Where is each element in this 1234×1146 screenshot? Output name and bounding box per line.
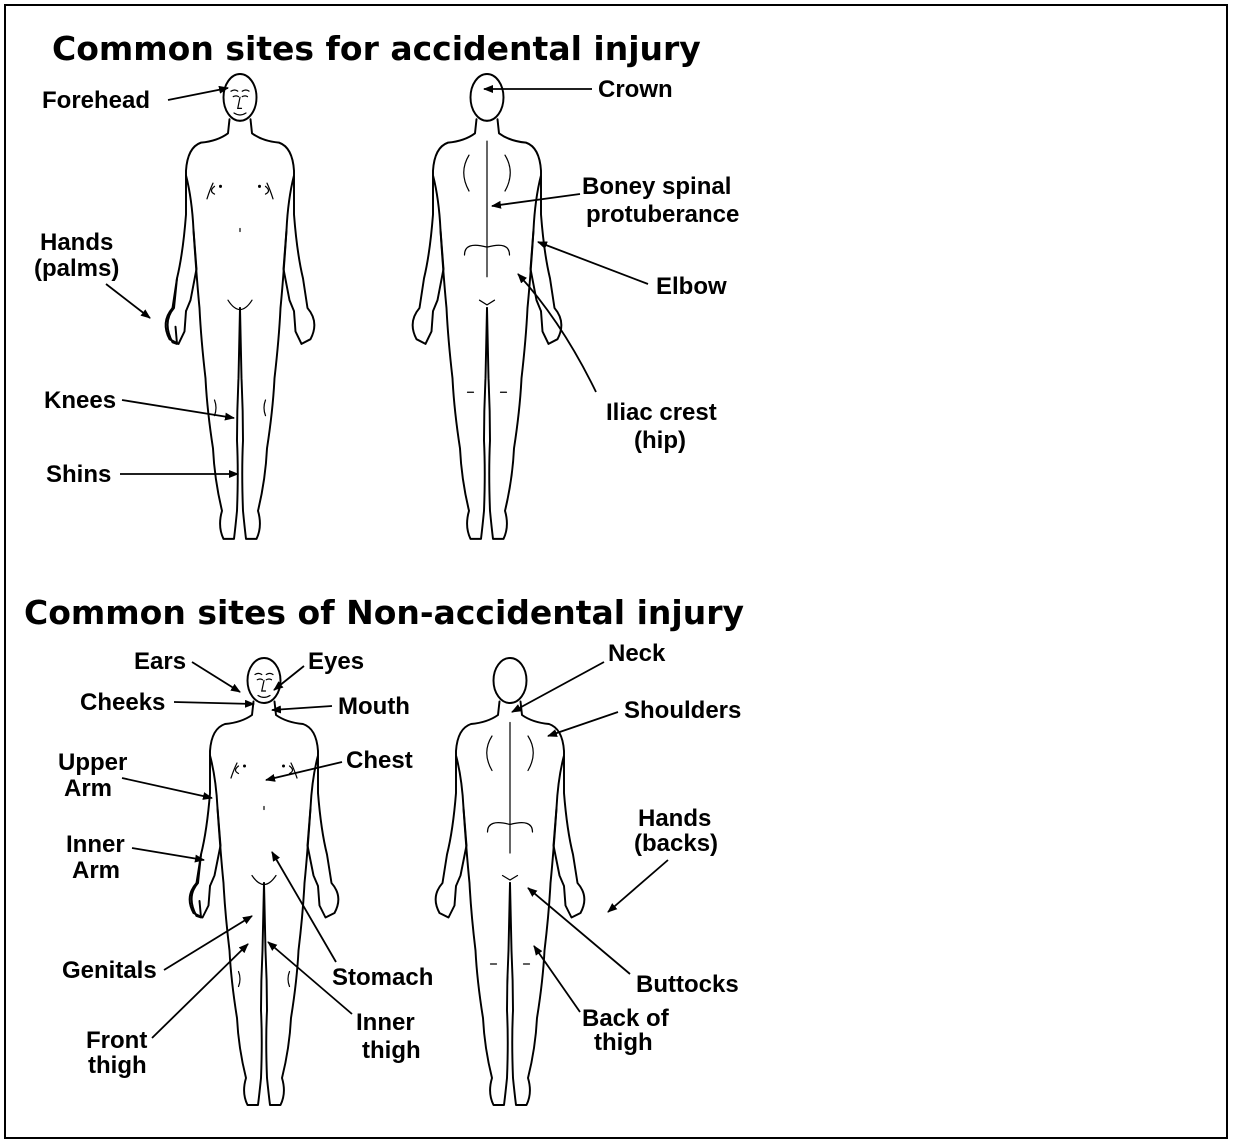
label-back-thigh-1: Back of bbox=[582, 1005, 670, 1032]
label-iliac-2: (hip) bbox=[634, 427, 686, 454]
arrow-genitals bbox=[164, 916, 252, 970]
label-back-thigh-2: thigh bbox=[594, 1029, 653, 1056]
label-crown: Crown bbox=[598, 76, 673, 103]
label-mouth: Mouth bbox=[338, 693, 410, 720]
arrow-elbow bbox=[538, 242, 648, 284]
arrow-chest bbox=[266, 762, 342, 780]
back-figure-accidental bbox=[413, 74, 562, 539]
label-hands-palms-1: Hands bbox=[40, 229, 113, 256]
label-buttocks: Buttocks bbox=[636, 971, 739, 998]
diagram-frame: Common sites for accidental injury Foreh… bbox=[4, 4, 1228, 1139]
label-chest: Chest bbox=[346, 747, 413, 774]
label-stomach: Stomach bbox=[332, 964, 433, 991]
label-inner-arm-1: Inner bbox=[66, 831, 125, 858]
arrow-inner-arm bbox=[132, 848, 204, 860]
section-title-accidental: Common sites for accidental injury bbox=[52, 29, 701, 68]
label-shoulders: Shoulders bbox=[624, 697, 741, 724]
label-hands-backs-2: (backs) bbox=[634, 830, 718, 857]
front-figure-accidental bbox=[166, 74, 315, 539]
front-figure-non-accidental bbox=[190, 658, 339, 1105]
section-title-non-accidental: Common sites of Non-accidental injury bbox=[24, 593, 744, 632]
arrow-hands-palms bbox=[106, 284, 150, 318]
label-hands-backs-1: Hands bbox=[638, 805, 711, 832]
arrow-ears bbox=[192, 662, 240, 692]
injury-sites-diagram: Common sites for accidental injury Foreh… bbox=[6, 6, 1230, 1141]
label-inner-thigh-1: Inner bbox=[356, 1009, 415, 1036]
label-front-thigh-2: thigh bbox=[88, 1052, 147, 1079]
arrow-mouth bbox=[272, 706, 332, 710]
label-upper-arm-2: Arm bbox=[64, 775, 112, 802]
label-knees: Knees bbox=[44, 387, 116, 414]
label-eyes: Eyes bbox=[308, 648, 364, 675]
label-genitals: Genitals bbox=[62, 957, 157, 984]
arrow-cheeks bbox=[174, 702, 254, 704]
label-hands-palms-2: (palms) bbox=[34, 255, 119, 282]
arrow-upper-arm bbox=[122, 778, 212, 798]
label-iliac-1: Iliac crest bbox=[606, 399, 717, 426]
label-boney-2: protuberance bbox=[586, 201, 739, 228]
label-shins: Shins bbox=[46, 461, 111, 488]
arrow-shoulders bbox=[548, 712, 618, 736]
arrow-stomach bbox=[272, 852, 336, 962]
arrow-back-thigh bbox=[534, 946, 580, 1012]
label-elbow: Elbow bbox=[656, 273, 727, 300]
arrow-knees bbox=[122, 400, 234, 418]
label-ears: Ears bbox=[134, 648, 186, 675]
label-upper-arm-1: Upper bbox=[58, 749, 127, 776]
label-cheeks: Cheeks bbox=[80, 689, 165, 716]
label-forehead: Forehead bbox=[42, 87, 150, 114]
back-figure-non-accidental bbox=[436, 658, 585, 1105]
label-neck: Neck bbox=[608, 640, 666, 667]
label-inner-arm-2: Arm bbox=[72, 857, 120, 884]
label-inner-thigh-2: thigh bbox=[362, 1037, 421, 1064]
arrow-forehead bbox=[168, 88, 228, 100]
label-front-thigh-1: Front bbox=[86, 1027, 147, 1054]
arrow-hands-backs bbox=[608, 860, 668, 912]
label-boney-1: Boney spinal bbox=[582, 173, 731, 200]
